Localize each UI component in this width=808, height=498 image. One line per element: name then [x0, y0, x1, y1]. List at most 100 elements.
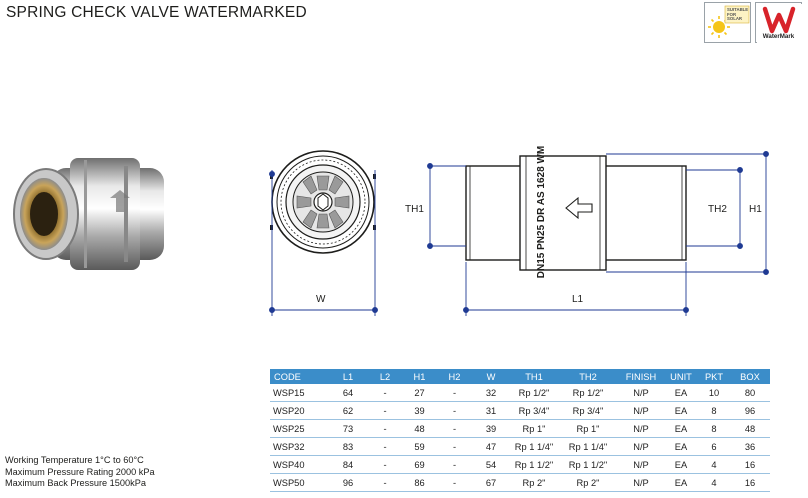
table-cell: 27 — [402, 384, 437, 402]
label-th1: TH1 — [405, 204, 424, 215]
watermark-badge: WaterMark — [755, 2, 802, 43]
table-cell: - — [437, 473, 472, 492]
col-unit: UNIT — [664, 369, 698, 384]
table-cell: N/P — [618, 419, 664, 438]
label-th2: TH2 — [708, 204, 727, 215]
valve-marking: DN15 PN25 DR AS 1628 WM — [536, 146, 547, 278]
col-h1: H1 — [402, 369, 437, 384]
table-cell: EA — [664, 419, 698, 438]
table-cell: 84 — [328, 455, 368, 474]
spec-max-back-pressure: Maximum Back Pressure 1500kPa — [5, 478, 146, 488]
table-cell: Rp 3/4" — [558, 401, 618, 420]
table-cell: Rp 1/2" — [510, 384, 558, 402]
table-cell: 83 — [328, 437, 368, 456]
table-cell: 64 — [328, 384, 368, 402]
flow-arrow-icon — [565, 196, 593, 220]
table-row: WSP25 73 - 48 - 39 Rp 1" Rp 1" N/P EA 8 … — [270, 419, 770, 438]
table-cell: - — [368, 401, 402, 420]
table-cell: WSP40 — [270, 455, 328, 474]
table-cell: 73 — [328, 419, 368, 438]
table-cell: 6 — [698, 437, 730, 456]
technical-drawing: DN15 PN25 DR AS 1628 WM — [269, 146, 769, 316]
table-cell: WSP15 — [270, 384, 328, 402]
table-cell: - — [368, 384, 402, 402]
label-w: W — [316, 294, 326, 305]
sun-icon — [708, 5, 750, 38]
table-cell: Rp 1 1/2" — [510, 455, 558, 474]
table-cell: Rp 2" — [558, 473, 618, 492]
table-header-row: CODE L1 L2 H1 H2 W TH1 TH2 FINISH UNIT P… — [270, 369, 770, 384]
table-cell: - — [437, 419, 472, 438]
table-cell: - — [368, 455, 402, 474]
table-cell: N/P — [618, 455, 664, 474]
table-cell: 4 — [698, 473, 730, 492]
table-cell: EA — [664, 455, 698, 474]
label-l1: L1 — [572, 294, 584, 305]
label-h1: H1 — [749, 204, 762, 215]
table-cell: - — [437, 401, 472, 420]
table-cell: - — [437, 455, 472, 474]
table-cell: 47 — [472, 437, 510, 456]
col-finish: FINISH — [618, 369, 664, 384]
dimension-h1 — [606, 151, 769, 275]
table-cell: 36 — [730, 437, 770, 456]
solar-badge: SUITABLE FOR SOLAR — [704, 2, 751, 43]
page-title: SPRING CHECK VALVE WATERMARKED — [6, 4, 307, 21]
table-cell: 69 — [402, 455, 437, 474]
table-cell: 48 — [402, 419, 437, 438]
table-cell: N/P — [618, 401, 664, 420]
table-cell: EA — [664, 473, 698, 492]
table-cell: 10 — [698, 384, 730, 402]
table-cell: Rp 1/2" — [558, 384, 618, 402]
table-row: WSP40 84 - 69 - 54 Rp 1 1/2" Rp 1 1/2" N… — [270, 455, 770, 474]
table-cell: 48 — [730, 419, 770, 438]
table-cell: WSP20 — [270, 401, 328, 420]
table-cell: 16 — [730, 473, 770, 492]
table-cell: - — [437, 384, 472, 402]
table-cell: 86 — [402, 473, 437, 492]
col-l1: L1 — [328, 369, 368, 384]
table-cell: - — [368, 437, 402, 456]
table-cell: 96 — [328, 473, 368, 492]
table-cell: WSP32 — [270, 437, 328, 456]
watermark-logo-icon — [757, 4, 802, 43]
table-cell: 54 — [472, 455, 510, 474]
product-photo — [13, 158, 164, 270]
side-view: DN15 PN25 DR AS 1628 WM — [427, 146, 769, 316]
table-cell: 16 — [730, 455, 770, 474]
table-cell: 8 — [698, 419, 730, 438]
table-cell: 8 — [698, 401, 730, 420]
table-row: WSP20 62 - 39 - 31 Rp 3/4" Rp 3/4" N/P E… — [270, 401, 770, 420]
spec-table: CODE L1 L2 H1 H2 W TH1 TH2 FINISH UNIT P… — [270, 369, 770, 492]
col-box: BOX — [730, 369, 770, 384]
col-code: CODE — [270, 369, 328, 384]
dimension-th1 — [427, 163, 466, 249]
table-row: WSP50 96 - 86 - 67 Rp 2" Rp 2" N/P EA 4 … — [270, 473, 770, 492]
table-cell: - — [368, 473, 402, 492]
table-cell: Rp 1" — [558, 419, 618, 438]
table-cell: 31 — [472, 401, 510, 420]
table-row: WSP15 64 - 27 - 32 Rp 1/2" Rp 1/2" N/P E… — [270, 384, 770, 402]
col-th1: TH1 — [510, 369, 558, 384]
dimension-th2 — [686, 167, 743, 249]
col-w: W — [472, 369, 510, 384]
table-cell: 62 — [328, 401, 368, 420]
table-cell: 4 — [698, 455, 730, 474]
table-cell: Rp 2" — [510, 473, 558, 492]
spec-notes: Working Temperature 1°C to 60°C Maximum … — [5, 455, 155, 490]
table-cell: WSP50 — [270, 473, 328, 492]
spec-working-temperature: Working Temperature 1°C to 60°C — [5, 455, 144, 465]
table-cell: Rp 1 1/4" — [558, 437, 618, 456]
table-cell: 67 — [472, 473, 510, 492]
spec-max-pressure: Maximum Pressure Rating 2000 kPa — [5, 466, 155, 477]
end-view — [269, 150, 378, 316]
table-cell: Rp 1 1/2" — [558, 455, 618, 474]
table-cell: N/P — [618, 473, 664, 492]
col-th2: TH2 — [558, 369, 618, 384]
dimension-l1 — [463, 262, 689, 316]
table-cell: - — [368, 419, 402, 438]
table-cell: EA — [664, 401, 698, 420]
table-row: WSP32 83 - 59 - 47 Rp 1 1/4" Rp 1 1/4" N… — [270, 437, 770, 456]
table-cell: 39 — [402, 401, 437, 420]
table-cell: WSP25 — [270, 419, 328, 438]
